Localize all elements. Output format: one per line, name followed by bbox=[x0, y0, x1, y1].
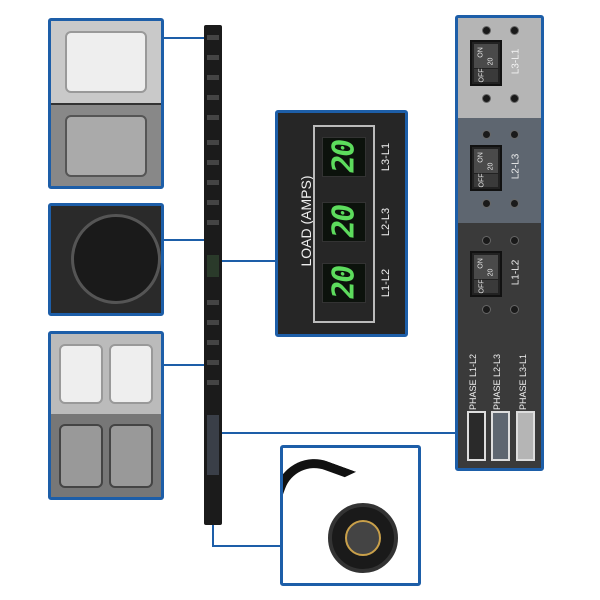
phase-indicator-label: PHASE L2-L3 bbox=[492, 353, 502, 410]
breaker-on-label: ON bbox=[477, 258, 485, 269]
breaker-switch-l3-l1[interactable]: ON 20 OFF bbox=[470, 40, 502, 86]
twistlock-outlet-callout bbox=[48, 203, 164, 316]
pdu-display bbox=[207, 255, 219, 277]
phase-label: L1-L2 bbox=[380, 268, 392, 298]
breaker-off-label: OFF bbox=[478, 68, 486, 83]
phase-indicator-label: PHASE L1-L2 bbox=[468, 353, 478, 410]
breaker-label: L3-L1 bbox=[510, 48, 522, 75]
breaker-on-label: ON bbox=[477, 47, 485, 58]
breaker-label: L1-L2 bbox=[510, 259, 522, 286]
c13-outlet bbox=[109, 424, 153, 488]
load-title: LOAD (AMPS) bbox=[298, 175, 314, 267]
pdu-breakers bbox=[207, 415, 219, 475]
locking-plug bbox=[328, 503, 398, 573]
load-display-callout: LOAD (AMPS) 20 20 20 L3-L1 L2-L3 L1-L2 bbox=[275, 110, 408, 337]
phase-label: L2-L3 bbox=[380, 207, 392, 237]
load-reading-l2-l3: 20 bbox=[322, 202, 366, 242]
phase-indicator-l3-l1 bbox=[516, 411, 535, 461]
callout-line-c13 bbox=[163, 364, 205, 366]
breaker-panel-callout: ON 20 OFF L3-L1 ON 20 OFF L2-L3 ON 20 OF… bbox=[455, 15, 544, 471]
phase-label: L3-L1 bbox=[380, 142, 392, 172]
c13-outlet bbox=[59, 344, 103, 404]
phase-indicator-l1-l2 bbox=[467, 411, 486, 461]
load-reading-l1-l2: 20 bbox=[322, 263, 366, 303]
pdu-strip bbox=[204, 25, 222, 525]
load-reading-l3-l1: 20 bbox=[322, 137, 366, 177]
breaker-switch-l1-l2[interactable]: ON 20 OFF bbox=[470, 251, 502, 297]
breaker-on-label: ON bbox=[477, 152, 485, 163]
c13-outlets-callout bbox=[48, 331, 164, 500]
breaker-rating: 20 bbox=[487, 162, 495, 171]
twistlock-outlet bbox=[71, 214, 161, 304]
c19-outlet bbox=[65, 115, 147, 177]
callout-line-plug-h bbox=[212, 545, 282, 547]
c19-outlet bbox=[65, 31, 147, 93]
breaker-off-label: OFF bbox=[478, 279, 486, 294]
callout-line-breakers bbox=[222, 432, 457, 434]
callout-line-display bbox=[222, 260, 277, 262]
input-plug-callout bbox=[280, 445, 421, 586]
callout-line-twistlock bbox=[163, 239, 205, 241]
callout-line-plug bbox=[212, 525, 214, 547]
breaker-rating: 20 bbox=[487, 57, 495, 66]
callout-line-c19 bbox=[163, 37, 205, 39]
breaker-rating: 20 bbox=[487, 268, 495, 277]
c19-outlets-callout bbox=[48, 18, 164, 189]
c13-outlet bbox=[109, 344, 153, 404]
phase-indicator-label: PHASE L3-L1 bbox=[518, 353, 528, 410]
breaker-label: L2-L3 bbox=[510, 153, 522, 180]
c13-outlet bbox=[59, 424, 103, 488]
breaker-switch-l2-l3[interactable]: ON 20 OFF bbox=[470, 145, 502, 191]
breaker-off-label: OFF bbox=[478, 173, 486, 188]
phase-indicator-l2-l3 bbox=[491, 411, 510, 461]
